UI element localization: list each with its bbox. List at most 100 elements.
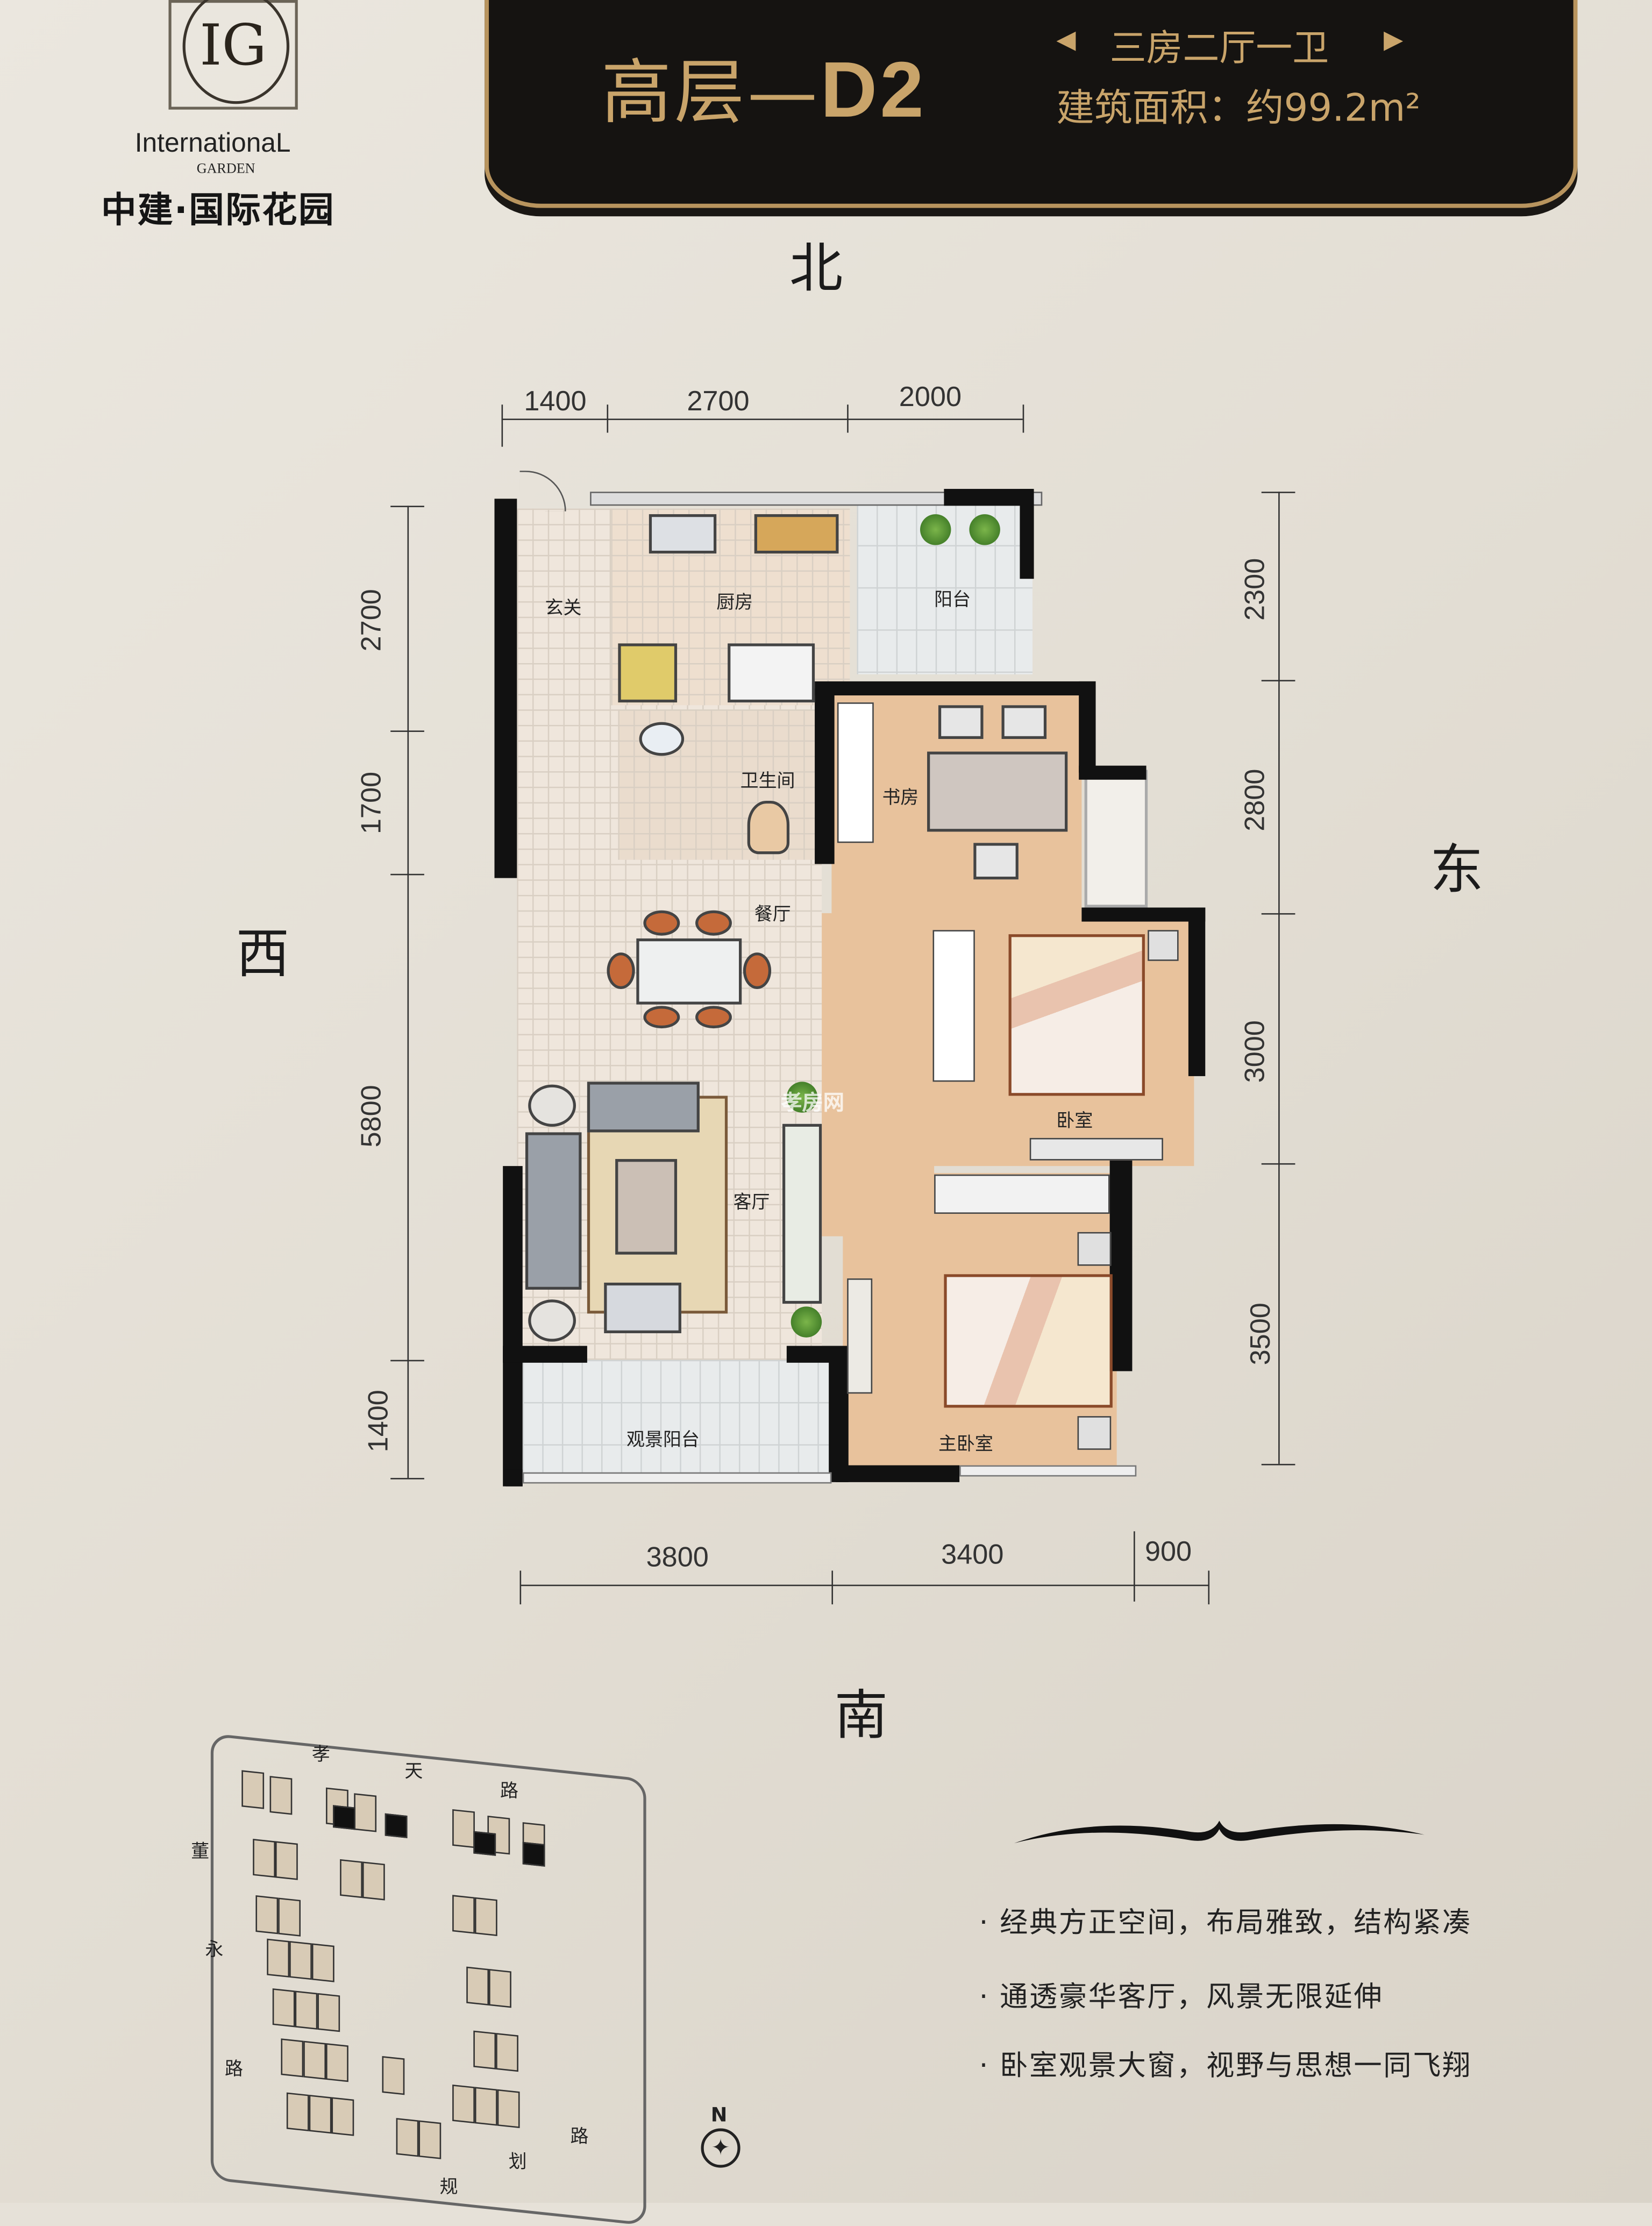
arrow-left-icon: ◀ [1056, 25, 1076, 55]
direction-east: 东 [1430, 838, 1484, 901]
wall [1079, 681, 1096, 773]
bed [1008, 934, 1145, 1096]
dimension-line-bottom [519, 1584, 1208, 1587]
site-plan [210, 1733, 646, 2226]
road-label: 董 [191, 1841, 210, 1863]
dim-top-3: 2000 [899, 382, 962, 413]
logo-emblem: IG [168, 0, 298, 110]
dimension-tick [831, 1570, 834, 1605]
arrow-right-icon: ▶ [1384, 25, 1404, 55]
dimension-tick [501, 404, 503, 447]
direction-south: 南 [834, 1684, 888, 1746]
label-balcony: 阳台 [934, 590, 971, 611]
logo-name-en-sub: GARDEN [196, 161, 255, 177]
label-view-balcony: 观景阳台 [626, 1430, 700, 1452]
label-kitchen: 厨房 [716, 593, 753, 614]
label-bedroom: 卧室 [1056, 1111, 1093, 1133]
feature-text: 卧室观景大窗，视野与思想一同飞翔 [1000, 2048, 1472, 2082]
dimension-tick [1261, 1463, 1295, 1466]
compass-north-label: N [710, 2104, 728, 2127]
desk [927, 751, 1068, 832]
feature-text: 通透豪华客厅，风景无限延伸 [1000, 1979, 1384, 2014]
window [522, 1472, 832, 1484]
toilet [747, 800, 790, 855]
wall [503, 1166, 523, 1487]
dimension-line-top [501, 418, 1023, 421]
title-banner [485, 0, 1578, 208]
logo-name-en: InternationaL [134, 129, 291, 159]
fridge [618, 643, 678, 703]
dimension-tick [1022, 404, 1024, 433]
wall [1020, 489, 1034, 579]
wall [1081, 907, 1206, 922]
dimension-tick [1261, 680, 1295, 681]
label-study: 书房 [882, 788, 919, 809]
dim-bottom-1: 3800 [646, 1542, 709, 1574]
nightstand [1077, 1232, 1112, 1266]
feature-item: · 经典方正空间，布局雅致，结构紧凑 [979, 1905, 1472, 1939]
wall [505, 1469, 523, 1487]
dimension-line-left [407, 506, 409, 1478]
dim-bottom-2: 3400 [941, 1539, 1004, 1571]
plant-icon [920, 514, 951, 545]
dimension-tick [1261, 1163, 1295, 1165]
side-table [528, 1084, 576, 1127]
room-view-balcony [522, 1360, 829, 1473]
dining-chair [607, 952, 635, 989]
wall [829, 1348, 849, 1482]
dim-bottom-3: 900 [1144, 1537, 1192, 1568]
direction-west: 西 [236, 923, 290, 985]
dining-chair [695, 1006, 732, 1029]
dimension-tick [1261, 492, 1295, 493]
bed [944, 1274, 1113, 1408]
dim-top-2: 2700 [687, 386, 750, 417]
dimension-tick [390, 730, 424, 732]
dimension-tick [1134, 1531, 1135, 1602]
unit-code: D2 [820, 45, 927, 134]
plant-icon [969, 514, 1000, 545]
entry-door [519, 471, 566, 511]
nightstand [1077, 1416, 1112, 1450]
dining-chair [743, 952, 772, 989]
unit-area: 建筑面积：约99.2m² [1056, 87, 1421, 131]
dimension-tick [390, 506, 424, 508]
wall [1079, 765, 1147, 780]
dimension-tick [1208, 1570, 1210, 1605]
unit-type: 高层— [601, 52, 821, 134]
dimension-line-right [1278, 492, 1280, 1464]
feature-item: · 卧室观景大窗，视野与思想一同飞翔 [979, 2048, 1472, 2082]
kitchen-sink [754, 514, 839, 554]
side-table [528, 1299, 576, 1342]
nightstand [1148, 930, 1179, 961]
coffee-table [615, 1159, 678, 1255]
compass-icon: ✦ [701, 2128, 740, 2168]
chair [1001, 705, 1047, 739]
dimension-tick [847, 404, 849, 433]
wall [1109, 1160, 1133, 1371]
dimension-tick [519, 1570, 522, 1605]
label-bathroom: 卫生间 [740, 771, 795, 793]
dimension-tick [607, 404, 609, 433]
wall [815, 681, 1096, 696]
unit-title: 高层—D2 [601, 37, 927, 138]
wardrobe [932, 930, 975, 1082]
dimension-tick [1261, 913, 1295, 915]
wall [494, 499, 517, 878]
window [959, 1465, 1137, 1477]
feature-item: · 通透豪华客厅，风景无限延伸 [979, 1979, 1384, 2014]
logo-name-cn: 中建·国际花园 [101, 189, 336, 231]
wall [815, 688, 835, 864]
plant-icon [786, 1082, 818, 1113]
armchair [604, 1282, 681, 1333]
dim-top-1: 1400 [524, 386, 587, 417]
bay-window [1084, 770, 1148, 908]
chair [973, 843, 1019, 880]
road-label: 路 [570, 2127, 589, 2149]
sofa [525, 1132, 582, 1290]
dimension-tick [390, 873, 424, 876]
road-label: 规 [439, 2177, 458, 2199]
feature-text: 经典方正空间，布局雅致，结构紧凑 [1000, 1905, 1472, 1939]
label-dining: 餐厅 [754, 905, 791, 926]
